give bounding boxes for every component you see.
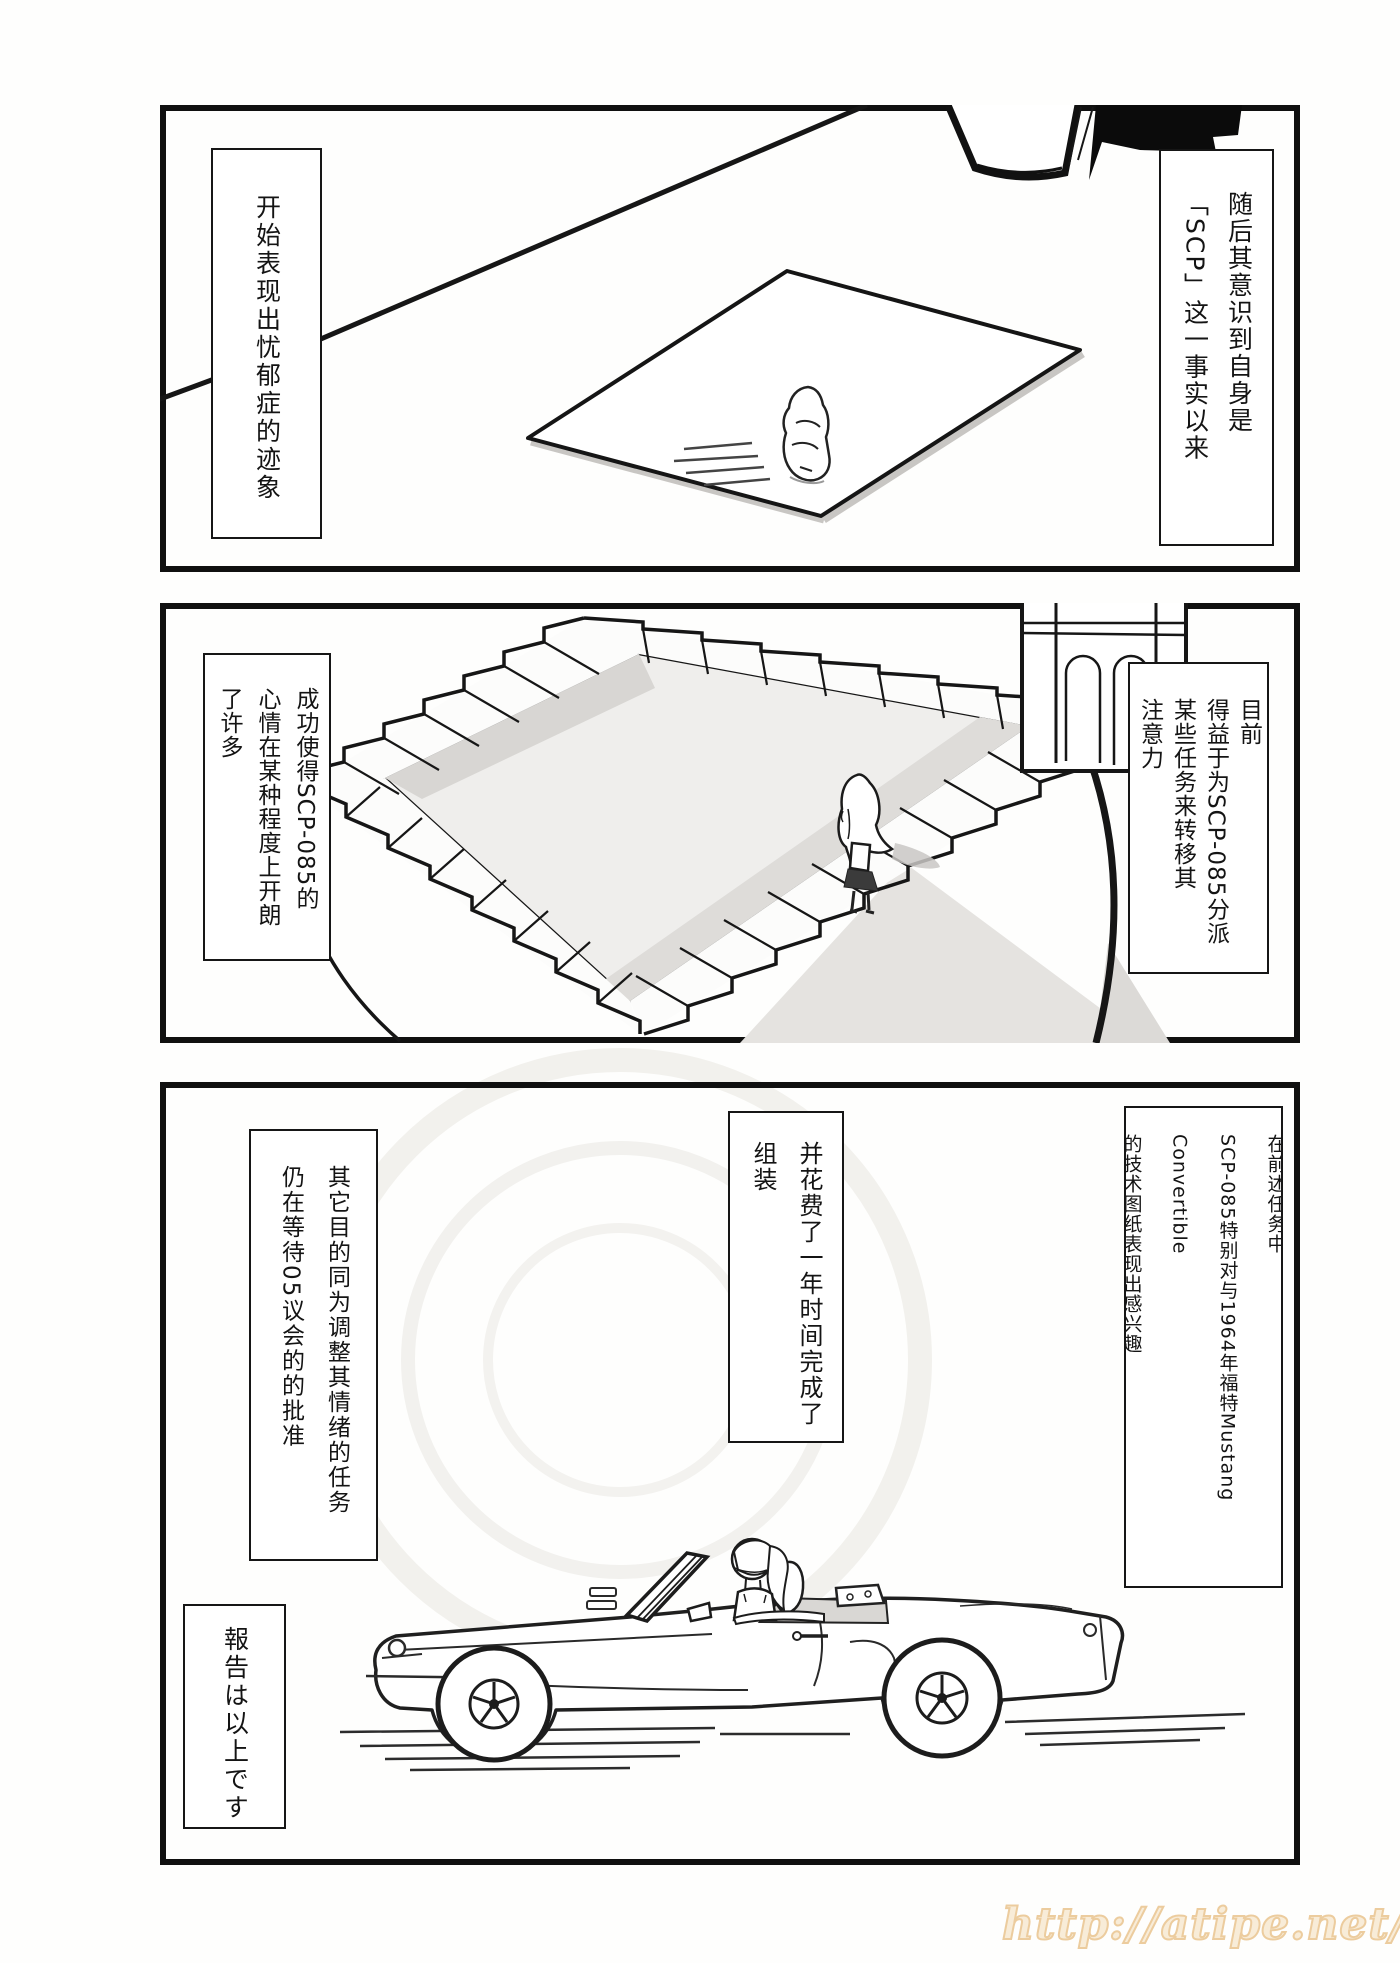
gas-cap <box>1083 1623 1097 1637</box>
girl-shadow <box>892 843 940 869</box>
girl-legs <box>849 890 875 915</box>
front-wheel <box>435 1645 553 1763</box>
mustang-car-drawing <box>339 1537 1246 1772</box>
panel-2: 成功使得SCP-085的 心情在某种程度上开朗 了许多 目前 得益于为SCP-0… <box>160 603 1300 1043</box>
outer-wall-right <box>1086 758 1118 1043</box>
panel-3: 在前述任务中 SCP-085特别对与1964年福特Mustang Convert… <box>160 1082 1300 1865</box>
caption-text: 其它目的同为调整其情绪的任务 仍在等待05议会的的批准 <box>277 1165 350 1515</box>
stairs-girl <box>837 773 940 915</box>
car-girl <box>730 1537 825 1626</box>
cowl-vent <box>586 1600 617 1610</box>
black-banner <box>1089 105 1242 180</box>
paper-scene-drawing <box>160 105 1242 524</box>
caption-box-mood: 成功使得SCP-085的 心情在某种程度上开朗 了许多 <box>203 653 331 961</box>
caption-box-depression: 开始表现出忧郁症的迹象 <box>211 148 322 539</box>
caption-box-awareness: 随后其意识到自身是 「SCP」这一事实以来 <box>1159 149 1274 546</box>
caption-box-tasks: 目前 得益于为SCP-085分派 某些任务来转移其 注意力 <box>1128 662 1269 974</box>
inner-wall-shade <box>385 654 655 799</box>
caption-box-assembly: 并花费了一年时间完成了 组装 <box>728 1111 844 1443</box>
caption-text: 目前 得益于为SCP-085分派 某些任务来转移其 注意力 <box>1136 698 1262 946</box>
penrose-stairs-drawing <box>294 603 1188 1043</box>
rear-wheel <box>881 1637 1003 1759</box>
stair-flight-upper-left <box>302 616 600 795</box>
outer-floor-shade <box>740 863 1120 1043</box>
caption-text: 在前述任务中 SCP-085特别对与1964年福特Mustang Convert… <box>1124 1134 1283 1502</box>
watermark-url: http://atipe.net/ <box>1001 1898 1400 1951</box>
caption-text: 随后其意识到自身是 「SCP」这一事实以来 <box>1180 191 1254 462</box>
side-mirror <box>686 1601 713 1623</box>
headlight <box>387 1638 407 1658</box>
inner-shadow <box>600 717 1029 1001</box>
girl-skirt <box>843 868 879 892</box>
girl-arm <box>732 1610 825 1626</box>
caption-text: 并花费了一年时间完成了 组装 <box>749 1141 823 1427</box>
panel-1: 开始表现出忧郁症的迹象 随后其意识到自身是 「SCP」这一事实以来 <box>160 105 1300 572</box>
caption-box-report-end: 報告は以上です <box>183 1604 286 1829</box>
caption-text: 報告は以上です <box>220 1626 250 1822</box>
curled-figure <box>673 385 831 487</box>
girl-torso <box>848 841 872 873</box>
caption-box-blueprints: 在前述任务中 SCP-085特别对与1964年福特Mustang Convert… <box>1124 1106 1283 1588</box>
caption-box-approval: 其它目的同为调整其情绪的任务 仍在等待05议会的的批准 <box>249 1129 378 1561</box>
cowl-vent <box>589 1587 617 1597</box>
caption-text: 成功使得SCP-085的 心情在某种程度上开朗 了许多 <box>216 687 318 927</box>
windshield <box>623 1551 713 1623</box>
stair-flight-lower-left <box>303 784 642 1034</box>
hanging-lamp <box>944 105 1094 181</box>
caption-text: 开始表现出忧郁症的迹象 <box>252 194 282 502</box>
rear-deck-panel <box>834 1583 886 1608</box>
speed-lines <box>673 441 771 487</box>
